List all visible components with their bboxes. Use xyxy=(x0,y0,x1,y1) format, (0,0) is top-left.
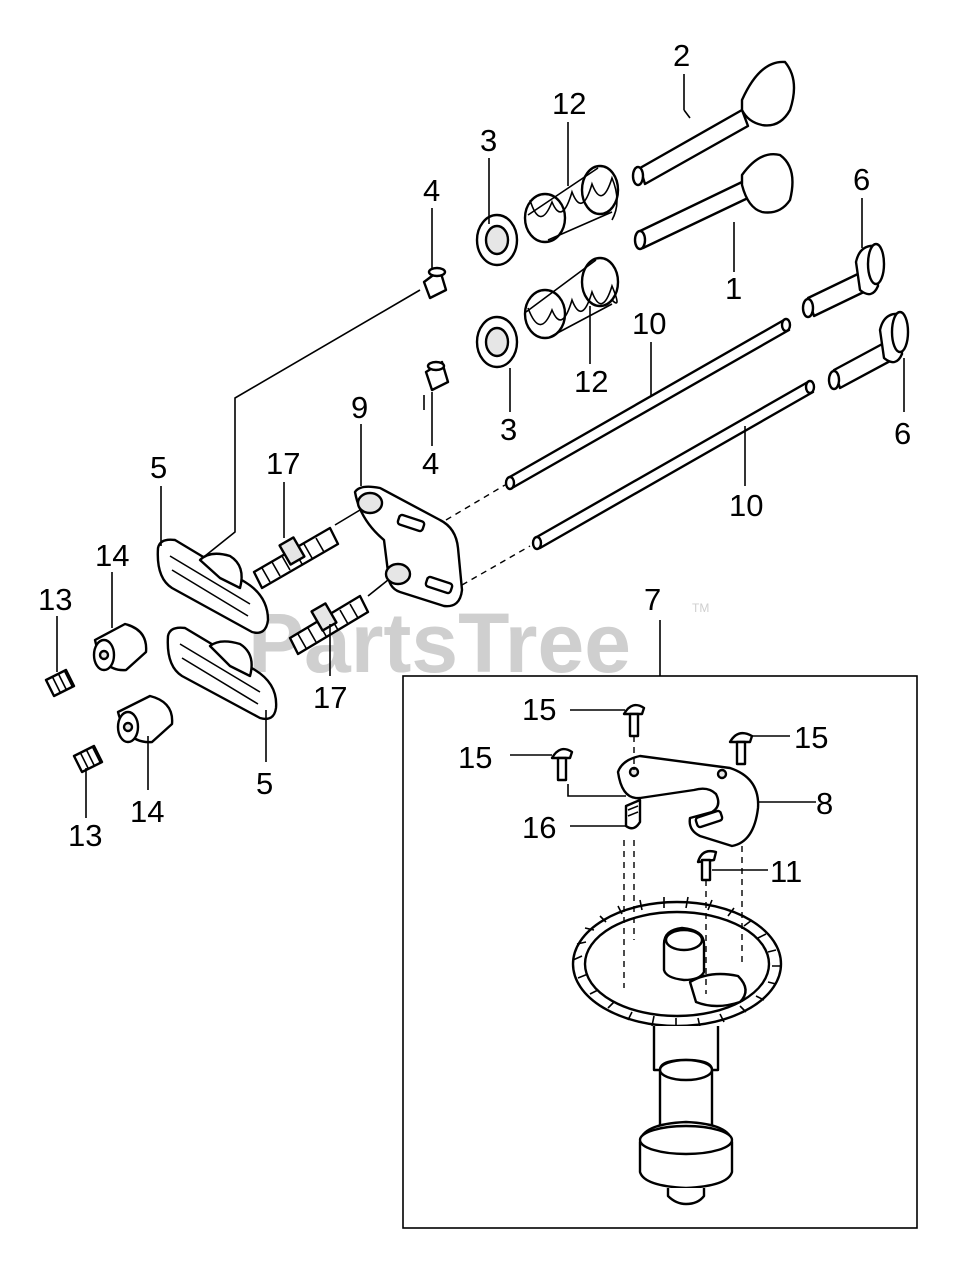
valve-cap-upper xyxy=(422,266,448,300)
push-rod-lower xyxy=(531,379,816,551)
callout-12: 12 xyxy=(552,86,586,121)
callout-6: 6 xyxy=(853,162,870,197)
callout-15: 15 xyxy=(458,740,492,775)
callout-4: 4 xyxy=(423,173,440,208)
valve-cap-lower xyxy=(424,360,450,392)
lock-nut-upper xyxy=(44,668,76,698)
lever-rivet xyxy=(696,849,718,882)
callout-leaders xyxy=(56,74,905,818)
callout-6: 6 xyxy=(894,416,911,451)
callout-14: 14 xyxy=(95,538,129,573)
callout-12: 12 xyxy=(574,364,608,399)
watermark-trademark: TM xyxy=(692,601,709,615)
callout-10: 10 xyxy=(729,488,763,523)
callout-labels: 2 12 3 6 4 1 10 12 6 9 3 4 5 17 10 14 13… xyxy=(38,38,911,889)
callout-9: 9 xyxy=(351,390,368,425)
valve-exhaust xyxy=(631,60,796,187)
rocker-stud-lower xyxy=(288,594,370,656)
decompressor-bolt-right xyxy=(728,731,754,766)
tappet-lower xyxy=(827,310,910,391)
push-rod-upper xyxy=(504,317,792,491)
tappet-upper xyxy=(801,242,886,319)
callout-16: 16 xyxy=(522,810,556,845)
callout-4: 4 xyxy=(422,446,439,481)
camshaft-gear xyxy=(571,896,783,1028)
assembly-lines xyxy=(204,289,531,597)
rocker-stud-upper xyxy=(252,526,340,590)
lever-spring-pin xyxy=(624,798,642,830)
spring-retainer-lower xyxy=(475,315,519,369)
decompressor-bolt-top xyxy=(622,703,646,738)
camshaft-assembly-lines xyxy=(510,620,816,994)
decompressor-bolt-left xyxy=(550,747,574,782)
lock-nut-lower xyxy=(72,744,104,774)
spring-retainer-upper xyxy=(475,213,519,267)
rocker-arm-upper xyxy=(156,538,270,634)
callout-17: 17 xyxy=(313,680,347,715)
callout-2: 2 xyxy=(673,38,690,73)
callout-15: 15 xyxy=(522,692,556,727)
callout-11: 11 xyxy=(770,854,802,889)
callout-13: 13 xyxy=(38,582,72,617)
callout-14: 14 xyxy=(130,794,164,829)
callout-17: 17 xyxy=(266,446,300,481)
callout-5: 5 xyxy=(150,450,167,485)
callout-7: 7 xyxy=(644,582,661,617)
valve-spring-upper xyxy=(523,164,620,244)
callout-3: 3 xyxy=(500,412,517,447)
decompressor-lever xyxy=(616,754,760,848)
rocker-arm-lower xyxy=(166,626,278,721)
push-rod-guide-plate xyxy=(353,485,464,608)
valve-spring-lower xyxy=(523,256,620,340)
callout-15: 15 xyxy=(794,720,828,755)
callout-3: 3 xyxy=(480,123,497,158)
callout-1: 1 xyxy=(725,271,742,306)
rocker-pivot-upper xyxy=(92,622,148,672)
valve-intake xyxy=(633,153,794,251)
camshaft xyxy=(638,1026,734,1206)
rocker-pivot-lower xyxy=(116,694,174,744)
callout-5: 5 xyxy=(256,766,273,801)
callout-13: 13 xyxy=(68,818,102,853)
callout-8: 8 xyxy=(816,786,833,821)
callout-10: 10 xyxy=(632,306,666,341)
